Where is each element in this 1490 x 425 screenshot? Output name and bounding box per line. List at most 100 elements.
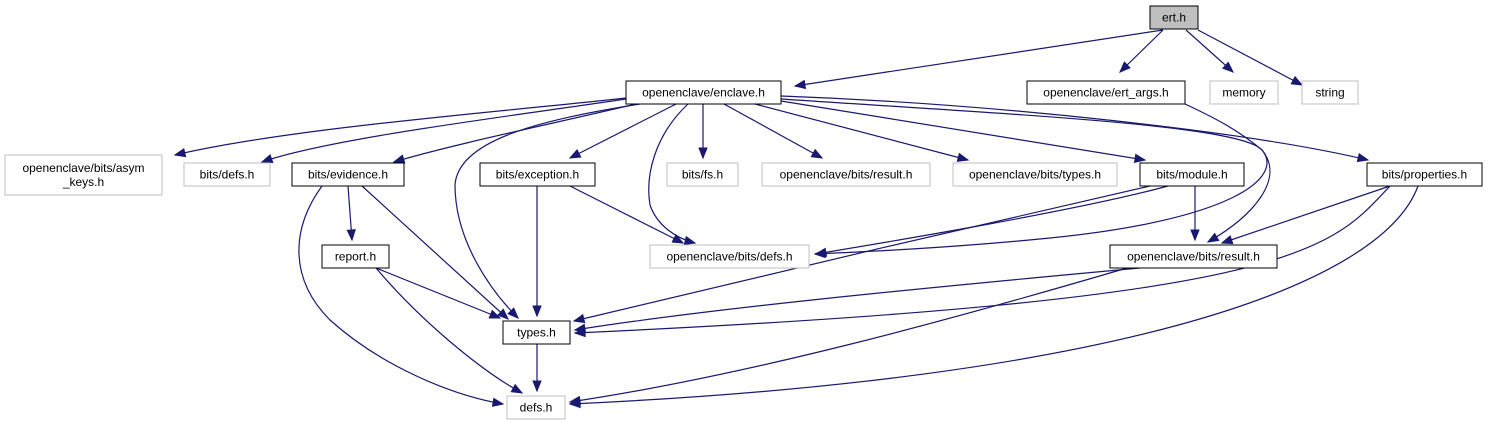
edge-line	[298, 185, 504, 405]
arrowhead	[956, 152, 970, 162]
edge-enclave-to-asym_keys	[173, 97, 627, 158]
edge-line	[1197, 29, 1303, 86]
node-label: bits/exception.h	[496, 168, 579, 182]
edge-line	[375, 267, 523, 394]
edge-line	[569, 267, 1128, 403]
node-result-doc[interactable]: openenclave/bits/result.h	[1109, 244, 1278, 269]
arrowhead	[1133, 153, 1147, 163]
edge-line	[815, 185, 1169, 255]
node-string[interactable]: string	[1301, 80, 1359, 105]
arrowhead	[260, 154, 274, 163]
arrowhead	[572, 313, 586, 324]
arrowhead	[510, 383, 524, 394]
edge-enclave-to-oe_result	[723, 103, 824, 159]
edge-line	[375, 267, 501, 319]
node-enclave[interactable]: openenclave/enclave.h	[625, 80, 782, 105]
edge-ert-to-ert_args	[1119, 29, 1164, 73]
node-box	[1109, 244, 1278, 269]
arrowhead	[1206, 232, 1220, 243]
node-label: memory	[1222, 86, 1265, 100]
edge-evidence-to-defs	[298, 185, 505, 407]
node-box	[649, 244, 810, 269]
node-ert[interactable]: ert.h	[1149, 5, 1199, 30]
node-label: string	[1315, 86, 1344, 100]
node-box	[1209, 80, 1279, 105]
edge-line	[723, 103, 823, 159]
node-types[interactable]: types.h	[502, 320, 571, 345]
arrowhead	[814, 247, 828, 257]
node-box	[506, 395, 566, 420]
edge-enclave-to-result_doc	[780, 98, 1271, 243]
arrowhead	[1190, 229, 1200, 242]
edges-layer	[173, 29, 1419, 409]
node-label: bits/evidence.h	[308, 168, 388, 182]
nodes-layer: ert.h openenclave/enclave.h openenclave/er…	[4, 5, 1483, 420]
arrowhead	[1222, 61, 1235, 73]
node-label: openenclave/bits/asym	[22, 161, 144, 175]
node-oe-result[interactable]: openenclave/bits/result.h	[761, 162, 931, 187]
node-box	[625, 80, 782, 105]
edge-ert-to-memory	[1185, 29, 1235, 73]
node-module[interactable]: bits/module.h	[1139, 162, 1245, 187]
node-label: types.h	[517, 326, 556, 340]
node-box	[4, 154, 163, 196]
node-evidence[interactable]: bits/evidence.h	[291, 162, 405, 187]
node-box	[952, 162, 1118, 187]
edge-exception-to-types	[532, 186, 542, 318]
edge-enclave-to-oe_types	[754, 103, 970, 162]
node-memory[interactable]: memory	[1209, 80, 1279, 105]
edge-properties-to-result_doc	[1220, 185, 1391, 245]
edge-line	[794, 29, 1164, 87]
arrowhead	[568, 149, 582, 159]
arrowhead	[507, 307, 519, 319]
node-properties[interactable]: bits/properties.h	[1366, 162, 1483, 187]
node-defs[interactable]: defs.h	[506, 395, 566, 420]
node-label: openenclave/bits/result.h	[1127, 250, 1260, 264]
node-bits-defs[interactable]: bits/defs.h	[183, 162, 271, 187]
arrowhead	[573, 323, 587, 334]
arrowhead	[671, 234, 685, 244]
node-box	[1301, 80, 1359, 105]
node-oe-defs[interactable]: openenclave/bits/defs.h	[649, 244, 810, 269]
edge-line	[574, 267, 1141, 331]
node-ert-args[interactable]: openenclave/ert_args.h	[1026, 80, 1186, 105]
edge-line	[780, 95, 1369, 161]
edge-result_doc-to-defs	[568, 267, 1128, 406]
node-box	[1026, 80, 1186, 105]
arrowhead	[532, 305, 542, 318]
edge-exception-to-oe_defs	[569, 185, 685, 244]
node-oe-types[interactable]: openenclave/bits/types.h	[952, 162, 1118, 187]
edge-line	[569, 185, 1419, 405]
node-box	[321, 244, 390, 269]
edge-evidence-to-types	[361, 185, 509, 320]
edge-line	[454, 103, 641, 319]
node-box	[1366, 162, 1483, 187]
edge-ert-to-enclave	[793, 29, 1164, 90]
edge-line	[1221, 185, 1391, 244]
edge-line	[573, 185, 1151, 322]
node-box	[291, 162, 405, 187]
arrowhead	[346, 229, 356, 242]
node-label: bits/defs.h	[200, 168, 255, 182]
edge-enclave-to-exception	[568, 103, 677, 159]
node-box	[761, 162, 931, 187]
node-box	[479, 162, 596, 187]
node-exception[interactable]: bits/exception.h	[479, 162, 596, 187]
edge-line	[814, 103, 1268, 255]
edge-line	[1185, 29, 1234, 73]
edge-report-to-types	[375, 267, 502, 319]
edge-enclave-to-evidence	[392, 103, 637, 164]
node-asym-keys[interactable]: openenclave/bits/asym_keys.h	[4, 154, 163, 196]
node-report[interactable]: report.h	[321, 244, 390, 269]
node-label: openenclave/bits/defs.h	[666, 250, 792, 264]
node-label: openenclave/bits/types.h	[969, 168, 1101, 182]
arrowhead	[1290, 75, 1304, 86]
arrowhead	[810, 148, 824, 159]
node-label: bits/module.h	[1156, 168, 1227, 182]
edge-result_doc-to-types	[573, 267, 1141, 334]
node-fs[interactable]: bits/fs.h	[666, 162, 739, 187]
edge-module-to-types	[572, 185, 1151, 324]
edge-enclave-to-properties	[780, 95, 1370, 163]
edge-module-to-oe_defs	[814, 185, 1169, 257]
